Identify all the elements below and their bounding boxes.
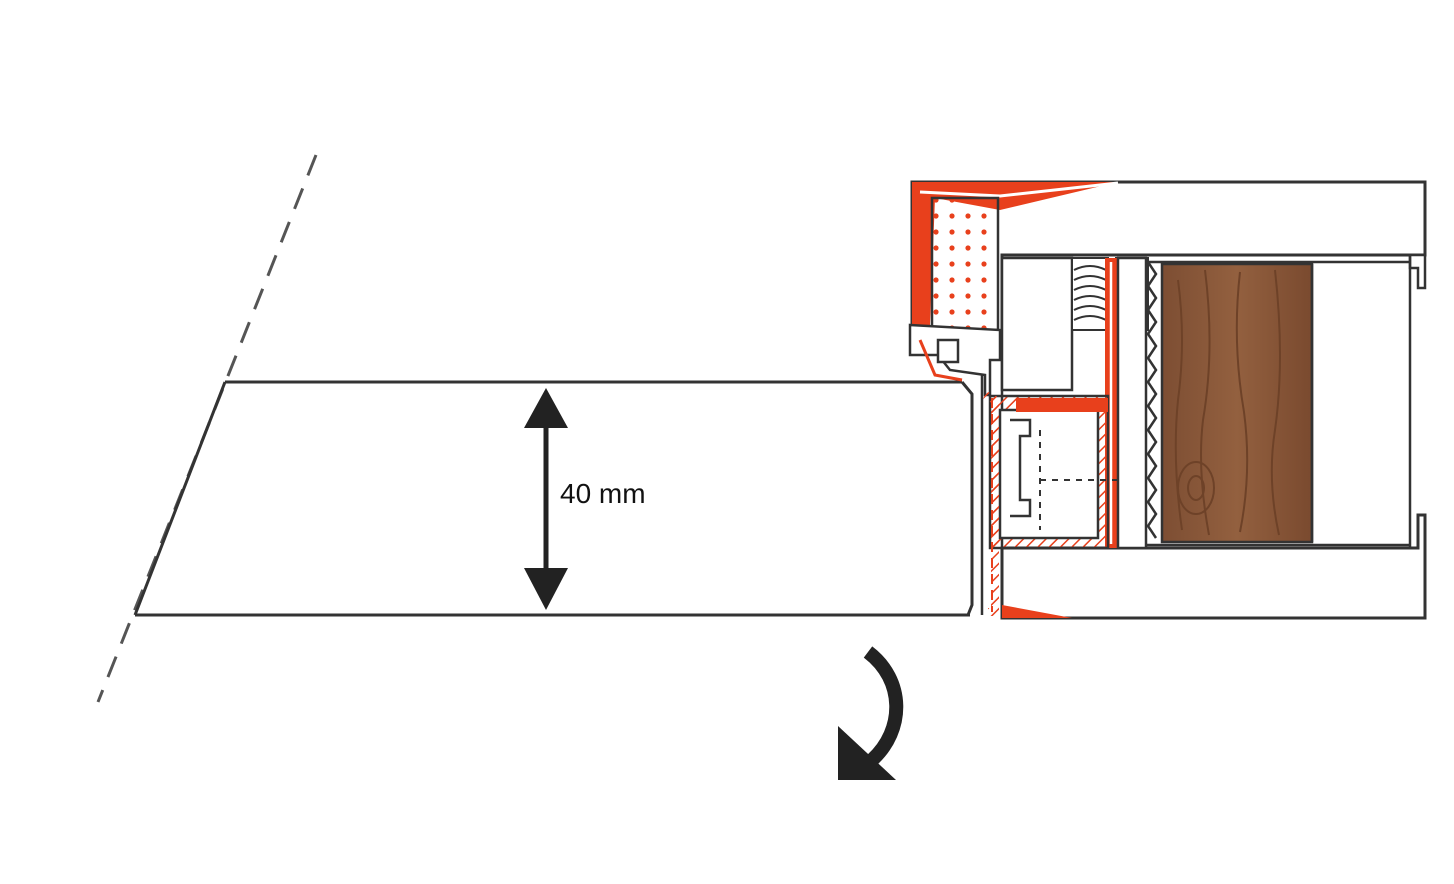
dimension-label: 40 mm — [560, 478, 646, 509]
door-frame-profile — [908, 180, 1427, 620]
zigzag-seal — [1146, 261, 1158, 539]
top-seal — [912, 182, 1118, 325]
door-leaf-rebate — [960, 381, 974, 616]
curved-arrow-clockwise-icon — [838, 646, 904, 780]
inner-rail — [1116, 256, 1148, 550]
door-leaf-left-edge — [133, 381, 227, 616]
hinge-seal-detail — [908, 323, 1002, 616]
door-leaf — [133, 375, 984, 617]
bottom-seal — [1002, 605, 1072, 618]
insulation-block — [930, 196, 1000, 332]
double-headed-arrow-icon — [524, 388, 568, 610]
wood-core — [1160, 262, 1314, 544]
inner-chamber-top — [1000, 256, 1074, 392]
